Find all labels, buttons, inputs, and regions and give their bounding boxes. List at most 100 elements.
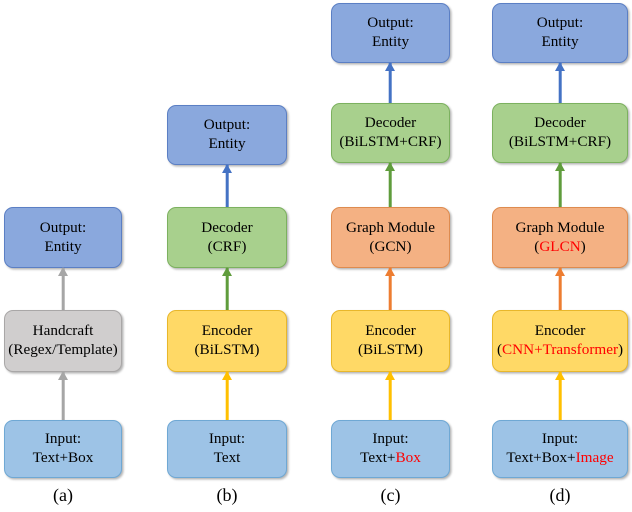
- arrow-head: [58, 267, 68, 276]
- arrow-head: [385, 162, 395, 171]
- node-b-output-line1: Output:: [203, 116, 251, 134]
- plain-text: (: [534, 237, 540, 255]
- node-d-decoder-line1: Decoder: [534, 114, 586, 132]
- node-d-input-line1: Input:: [541, 430, 579, 448]
- node-b-decoder-line2: (CRF): [207, 237, 247, 255]
- arrow-b-encoder-to-decoder: [221, 267, 233, 310]
- node-c-output-line2: Entity: [371, 33, 410, 50]
- plain-text: Text+Box+: [506, 449, 576, 466]
- node-a-output-line2: Entity: [44, 237, 82, 255]
- arrow-head: [385, 371, 395, 380]
- node-c-graph-module-line2: (GCN): [369, 237, 412, 255]
- arrow-shaft: [225, 268, 229, 310]
- node-d-decoder: Decoder (BiLSTM+CRF): [492, 103, 628, 163]
- arrow-head: [222, 267, 232, 276]
- node-c-output: Output: Entity: [331, 3, 450, 63]
- node-d-output-line1: Output:: [536, 14, 584, 32]
- arrow-head: [385, 267, 395, 276]
- node-b-input-line2: Text: [213, 449, 241, 466]
- arrow-head: [555, 162, 565, 171]
- node-b-encoder-line1: Encoder: [201, 322, 253, 340]
- arrow-shaft: [388, 163, 392, 207]
- node-c-output-line1: Output:: [367, 14, 414, 32]
- node-c-decoder-line1: Decoder: [364, 114, 417, 132]
- node-d-graph-module: Graph Module (GLCN): [492, 207, 628, 268]
- arrow-shaft: [558, 63, 562, 103]
- node-c-decoder: Decoder (BiLSTM+CRF): [331, 103, 450, 163]
- node-b-output-line2: Entity: [208, 135, 246, 152]
- node-d-output-line2: Entity: [541, 33, 579, 50]
- node-a-input: Input: Text+Box: [4, 420, 122, 478]
- node-c-graph-module: Graph Module (GCN): [331, 207, 450, 268]
- arrow-head: [555, 62, 565, 71]
- node-c-input: Input: Text+Box: [331, 420, 450, 478]
- arrow-shaft: [61, 372, 65, 420]
- arrow-c-graph-to-decoder: [384, 162, 396, 207]
- arrow-c-encoder-to-graph: [384, 267, 396, 310]
- arrow-shaft: [388, 268, 392, 310]
- node-d-encoder-line2: (CNN+Transformer): [497, 341, 623, 360]
- arrow-b-input-to-encoder: [221, 371, 233, 420]
- arrow-head: [555, 371, 565, 380]
- arrow-shaft: [558, 268, 562, 310]
- plain-text: ): [580, 237, 586, 255]
- caption-d: (d): [549, 485, 571, 505]
- arrow-shaft: [225, 372, 229, 420]
- arrow-b-decoder-to-output: [221, 164, 233, 207]
- plain-text: Text+: [360, 449, 396, 466]
- node-c-encoder-line2: (BiLSTM): [358, 341, 423, 358]
- arrow-d-decoder-to-output: [554, 62, 566, 103]
- node-d-encoder: Encoder (CNN+Transformer): [492, 310, 628, 372]
- highlighted-text: Image: [575, 449, 614, 466]
- node-d-output: Output: Entity: [492, 3, 628, 63]
- node-b-input: Input: Text: [167, 420, 287, 478]
- arrow-shaft: [388, 63, 392, 103]
- arrow-shaft: [558, 163, 562, 207]
- arrow-a-input-to-handcraft: [57, 371, 69, 420]
- arrow-a-handcraft-to-output: [57, 267, 69, 310]
- arrow-c-input-to-encoder: [384, 371, 396, 420]
- highlighted-text: CNN+Transformer: [502, 341, 618, 358]
- node-b-encoder: Encoder (BiLSTM): [167, 310, 287, 372]
- arrow-head: [555, 267, 565, 276]
- node-d-input: Input: Text+Box+Image: [492, 420, 628, 478]
- node-c-decoder-line2: (BiLSTM+CRF): [339, 133, 442, 150]
- caption-b: (b): [216, 485, 238, 505]
- node-b-input-line1: Input:: [208, 430, 246, 448]
- node-c-input-line2: Text+Box: [360, 449, 421, 468]
- arrow-d-encoder-to-graph: [554, 267, 566, 310]
- node-d-input-line2: Text+Box+Image: [506, 449, 613, 468]
- arrow-head: [222, 371, 232, 380]
- node-a-output-line1: Output:: [39, 218, 87, 236]
- arrow-shaft: [61, 268, 65, 310]
- arrow-d-graph-to-decoder: [554, 162, 566, 207]
- arrow-c-decoder-to-output: [384, 62, 396, 103]
- node-a-input-line1: Input:: [44, 430, 82, 448]
- node-b-decoder-line1: Decoder: [201, 218, 253, 236]
- node-c-input-line1: Input:: [372, 430, 409, 448]
- plain-text: (: [496, 341, 502, 358]
- node-d-graph-module-line1: Graph Module: [515, 218, 605, 236]
- node-d-decoder-line2: (BiLSTM+CRF): [508, 133, 612, 150]
- node-b-output: Output: Entity: [167, 105, 287, 165]
- node-a-output: Output: Entity: [4, 207, 122, 268]
- caption-c: (c): [380, 485, 401, 505]
- plain-text: ): [618, 341, 624, 358]
- node-b-encoder-line2: (BiLSTM): [194, 341, 260, 358]
- arrow-head: [58, 371, 68, 380]
- arrow-shaft: [558, 372, 562, 420]
- node-c-graph-module-line1: Graph Module: [346, 218, 435, 236]
- node-c-encoder: Encoder (BiLSTM): [331, 310, 450, 372]
- node-a-handcraft-line2: (Regex/Template): [8, 341, 118, 358]
- arrow-shaft: [388, 372, 392, 420]
- node-a-input-line2: Text+Box: [32, 449, 94, 466]
- node-b-decoder: Decoder (CRF): [167, 207, 287, 268]
- highlighted-text: Box: [395, 449, 421, 466]
- node-a-handcraft-line1: Handcraft: [32, 322, 94, 340]
- arrow-shaft: [225, 165, 229, 207]
- caption-a: (a): [53, 485, 73, 505]
- node-d-graph-module-line2: (GLCN): [534, 238, 585, 257]
- node-c-encoder-line1: Encoder: [365, 322, 416, 340]
- highlighted-text: GLCN: [539, 237, 581, 255]
